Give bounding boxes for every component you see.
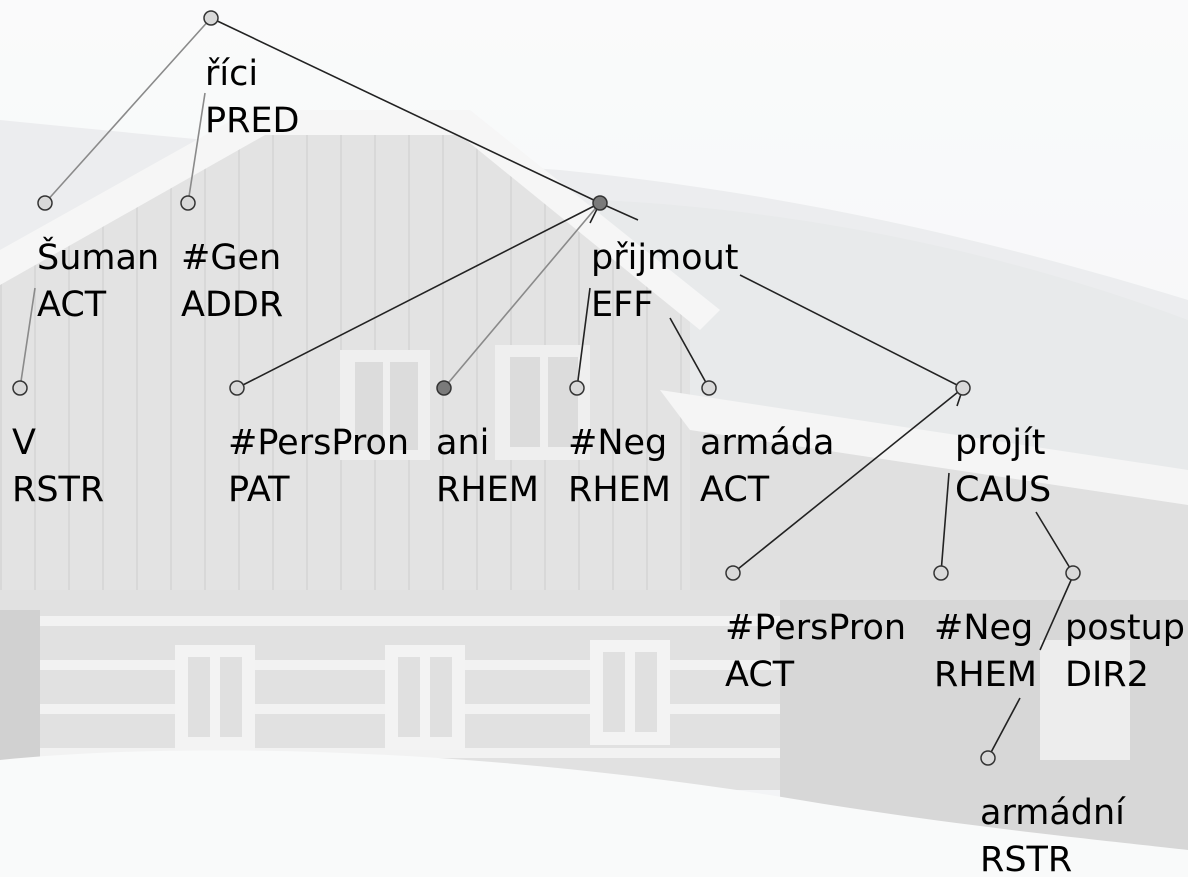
- node-neg1: [569, 380, 585, 396]
- node-rici: [203, 10, 219, 26]
- node-functor: CAUS: [955, 470, 1052, 510]
- edge-rici-gen: [187, 92, 206, 204]
- edge-projit-perspron2: [732, 387, 964, 574]
- node-ani: [436, 380, 452, 396]
- node-functor: RSTR: [12, 470, 105, 510]
- node-functor: ACT: [725, 655, 795, 695]
- node-lemma: Šuman: [37, 238, 160, 278]
- node-lemma: ani: [436, 423, 490, 463]
- edge-prijmout-perspron1: [236, 202, 601, 389]
- node-lemma: #Neg: [568, 423, 668, 463]
- node-functor: EFF: [591, 285, 654, 325]
- edge-prijmout-ani: [443, 202, 601, 389]
- node-lemma: #PersPron: [725, 608, 907, 648]
- node-lemma: #Neg: [934, 608, 1034, 648]
- edge-rici-prijmout: [210, 17, 601, 204]
- edge-rici-suman: [44, 17, 212, 204]
- node-gen: [180, 195, 196, 211]
- node-postup: [1065, 565, 1081, 581]
- node-suman: [37, 195, 53, 211]
- node-perspron2: [725, 565, 741, 581]
- node-lemma: V: [12, 423, 36, 463]
- node-v: [12, 380, 28, 396]
- node-armadni: [980, 750, 996, 766]
- node-prijmout: [592, 195, 608, 211]
- node-functor: RHEM: [568, 470, 671, 510]
- node-lemma: říci: [205, 54, 259, 94]
- edge-prijmout-armada: [669, 317, 710, 389]
- edge-postup-armadni: [987, 577, 1073, 759]
- edge-suman-v: [19, 287, 36, 389]
- node-armada: [701, 380, 717, 396]
- node-lemma: přijmout: [591, 238, 739, 278]
- node-functor: RSTR: [980, 840, 1073, 877]
- node-functor: RHEM: [934, 655, 1037, 695]
- node-perspron1: [229, 380, 245, 396]
- node-lemma: armádní: [980, 793, 1125, 833]
- node-lemma: projít: [955, 423, 1046, 463]
- node-functor: ACT: [37, 285, 107, 325]
- node-neg2: [933, 565, 949, 581]
- node-functor: DIR2: [1065, 655, 1149, 695]
- edge-projit-postup: [1035, 511, 1074, 574]
- node-functor: ADDR: [181, 285, 284, 325]
- node-lemma: postup: [1065, 608, 1185, 648]
- node-lemma: #Gen: [181, 238, 282, 278]
- node-functor: PAT: [228, 470, 290, 510]
- node-lemma: #PersPron: [228, 423, 410, 463]
- node-lemma: armáda: [700, 423, 835, 463]
- node-functor: ACT: [700, 470, 770, 510]
- node-projit: [955, 380, 971, 396]
- node-functor: PRED: [205, 101, 300, 141]
- edge-prijmout-projit: [599, 202, 964, 389]
- node-functor: RHEM: [436, 470, 539, 510]
